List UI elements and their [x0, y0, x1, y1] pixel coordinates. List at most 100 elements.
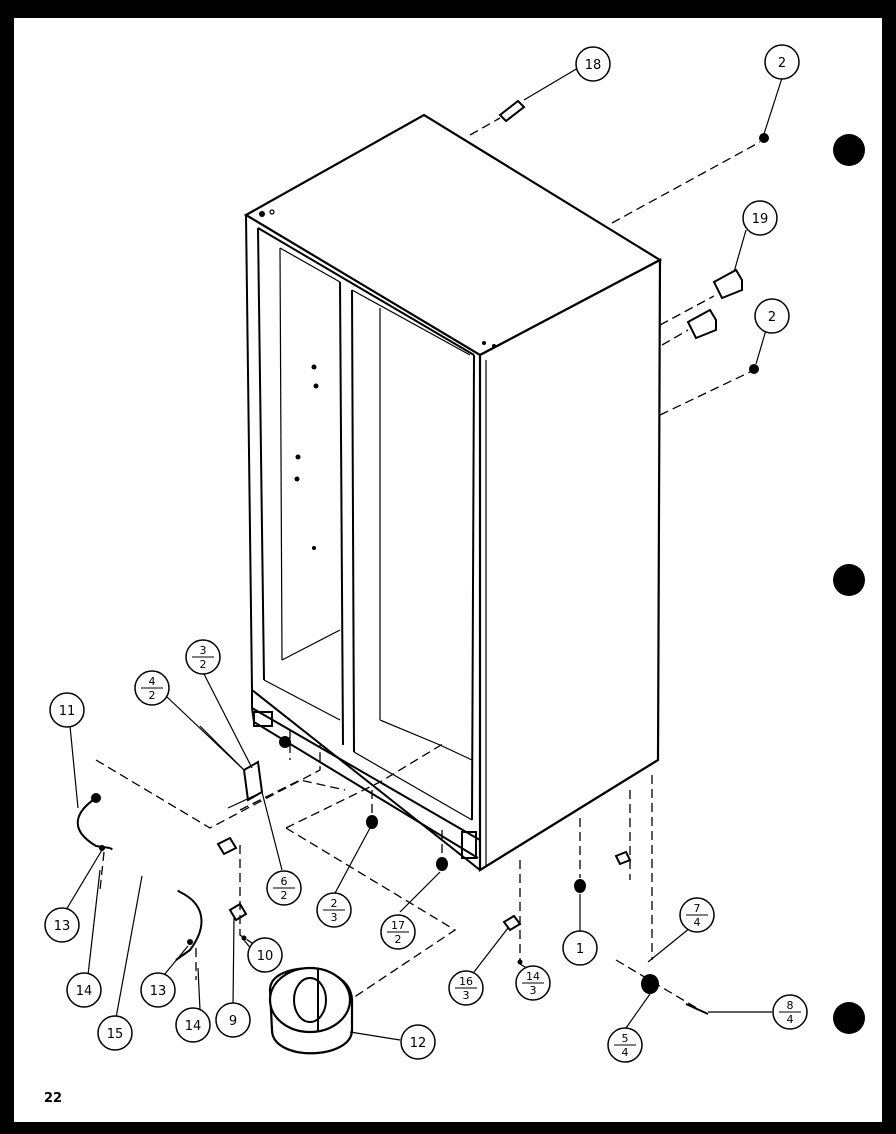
drain-tube-13 — [175, 891, 203, 961]
callout-10: 10 — [247, 937, 283, 973]
callout-8-over-4: 8 4 — [772, 994, 808, 1030]
fraction-top: 17 — [391, 919, 405, 932]
callout-label: 18 — [585, 58, 602, 73]
callout-19: 19 — [742, 200, 778, 236]
dash-screw-2-mid — [659, 371, 751, 416]
leveling-leg-17 — [436, 857, 448, 871]
screw-10 — [241, 935, 247, 941]
drain-tube-end — [91, 793, 101, 803]
dash-hinge-19-lower — [661, 329, 689, 346]
hinge-19-lower — [686, 308, 717, 340]
callout-14-left: 14 — [66, 972, 102, 1008]
callout-13-left: 13 — [44, 907, 80, 943]
dash-roller-axle — [615, 959, 701, 1011]
binder-hole — [833, 564, 865, 596]
liner-top-left — [279, 247, 341, 283]
bottom-hinge-bracket — [253, 711, 273, 727]
top-hole — [492, 344, 496, 348]
small-parts — [76, 99, 769, 1055]
callout-14-right: 14 — [175, 1007, 211, 1043]
callout-3-over-2: 3 2 — [185, 639, 221, 675]
top-hole — [482, 341, 486, 345]
callout-label: 13 — [150, 984, 167, 999]
dash-hinge-19-upper — [659, 295, 715, 326]
binder-hole — [833, 1002, 865, 1034]
drain-tube-11 — [76, 797, 111, 849]
front-flange-top — [257, 227, 475, 356]
liner-back-left — [279, 247, 283, 661]
leveling-leg-1 — [574, 879, 586, 893]
callout-label: 2 — [778, 56, 786, 71]
callout-18: 18 — [575, 46, 611, 82]
front-flange-left — [257, 227, 265, 681]
callout-4-over-2: 4 2 — [134, 670, 170, 706]
screw-2-mid — [749, 364, 759, 374]
fraction-top: 14 — [526, 970, 540, 983]
leveling-leg-2 — [366, 815, 378, 829]
wall-hole — [294, 476, 300, 482]
callout-label: 15 — [107, 1027, 124, 1042]
callout-label: 14 — [185, 1019, 202, 1034]
callout-label: 2 — [768, 310, 776, 325]
fraction-top: 5 — [622, 1032, 629, 1045]
callout-6-over-2: 6 2 — [266, 870, 302, 906]
fraction-bottom: 2 — [200, 658, 207, 671]
roller-5 — [641, 974, 659, 994]
callout-12: 12 — [400, 1024, 436, 1060]
drain-pan-12 — [268, 966, 354, 1055]
callout-2-mid: 2 — [754, 298, 790, 334]
fraction-top: 3 — [200, 644, 207, 657]
fraction-bottom: 4 — [622, 1046, 629, 1059]
fraction-bottom: 2 — [395, 933, 402, 946]
fraction-bottom: 3 — [463, 989, 470, 1002]
fraction-top: 6 — [281, 875, 288, 888]
page-number: 22 — [44, 1091, 62, 1106]
callout-7-over-4: 7 4 — [679, 897, 715, 933]
leveling-leg — [279, 736, 291, 748]
bottom-right-bracket — [461, 831, 477, 859]
callout-11: 11 — [49, 692, 85, 728]
fraction-bottom: 2 — [149, 689, 156, 702]
fraction-top: 2 — [331, 897, 338, 910]
dash-screw-2-top — [611, 141, 761, 224]
callout-2-top: 2 — [764, 44, 800, 80]
callout-17-over-2: 17 2 — [380, 914, 416, 950]
screw-14-3 — [517, 959, 523, 965]
callout-5-over-4: 5 4 — [607, 1027, 643, 1063]
front-flange-right — [471, 354, 475, 821]
top-hole — [259, 211, 265, 217]
callout-label: 13 — [54, 919, 71, 934]
clip-16 — [502, 914, 522, 932]
fraction-top: 16 — [459, 975, 473, 988]
callout-9: 9 — [215, 1002, 251, 1038]
heater-15-body — [109, 846, 181, 894]
callout-label: 14 — [76, 984, 93, 999]
fraction-bottom: 2 — [281, 889, 288, 902]
pin-6 — [227, 794, 257, 809]
callout-13-right: 13 — [140, 972, 176, 1008]
mullion-right — [351, 289, 355, 753]
callout-1: 1 — [562, 930, 598, 966]
side-bottom-edge — [479, 759, 659, 871]
leader-18-dash — [469, 117, 501, 136]
mullion-left — [339, 281, 344, 746]
callout-label: 11 — [59, 704, 76, 719]
top-hole — [269, 209, 275, 215]
floor-right-front — [353, 751, 473, 821]
clamp-13a — [99, 845, 105, 851]
dash-tube-cab — [285, 741, 447, 829]
dash-drain-path — [95, 745, 321, 829]
dash-drain-b — [239, 779, 346, 811]
binder-hole — [833, 134, 865, 166]
callout-label: 12 — [410, 1036, 427, 1051]
wall-hole — [295, 454, 301, 460]
callout-15: 15 — [97, 1015, 133, 1051]
leader-lines — [65, 67, 783, 1041]
callout-label: 1 — [576, 942, 584, 957]
fraction-top: 4 — [149, 675, 156, 688]
plug-18 — [498, 99, 526, 123]
screw-2-top — [759, 133, 769, 143]
callout-16-over-3: 16 3 — [448, 970, 484, 1006]
